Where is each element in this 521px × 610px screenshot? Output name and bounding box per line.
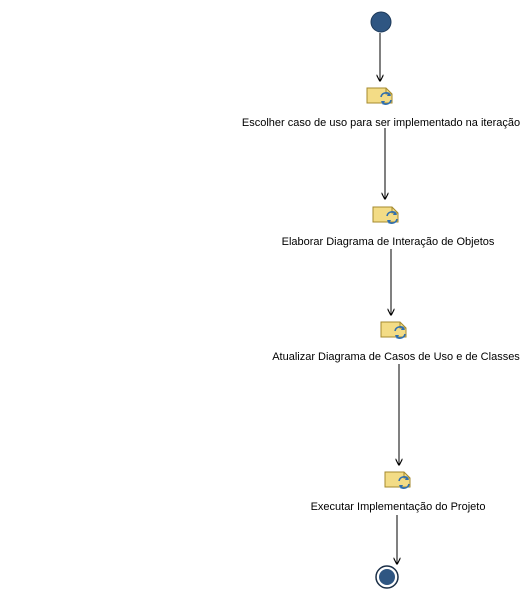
activity-label-executar[interactable]: Executar Implementação do Projeto <box>310 501 486 513</box>
activity-label-escolher[interactable]: Escolher caso de uso para ser implementa… <box>241 117 521 129</box>
final-node[interactable] <box>375 565 399 589</box>
iterative-task-icon[interactable] <box>372 206 399 224</box>
iterative-task-icon[interactable] <box>380 321 407 339</box>
iterative-task-icon[interactable] <box>384 471 411 489</box>
activity-label-atualizar[interactable]: Atualizar Diagrama de Casos de Uso e de … <box>272 351 520 363</box>
activity-label-elaborar[interactable]: Elaborar Diagrama de Interação de Objeto… <box>281 236 495 248</box>
iterative-task-icon[interactable] <box>366 87 393 105</box>
edges <box>380 33 399 564</box>
initial-node[interactable] <box>370 11 392 33</box>
